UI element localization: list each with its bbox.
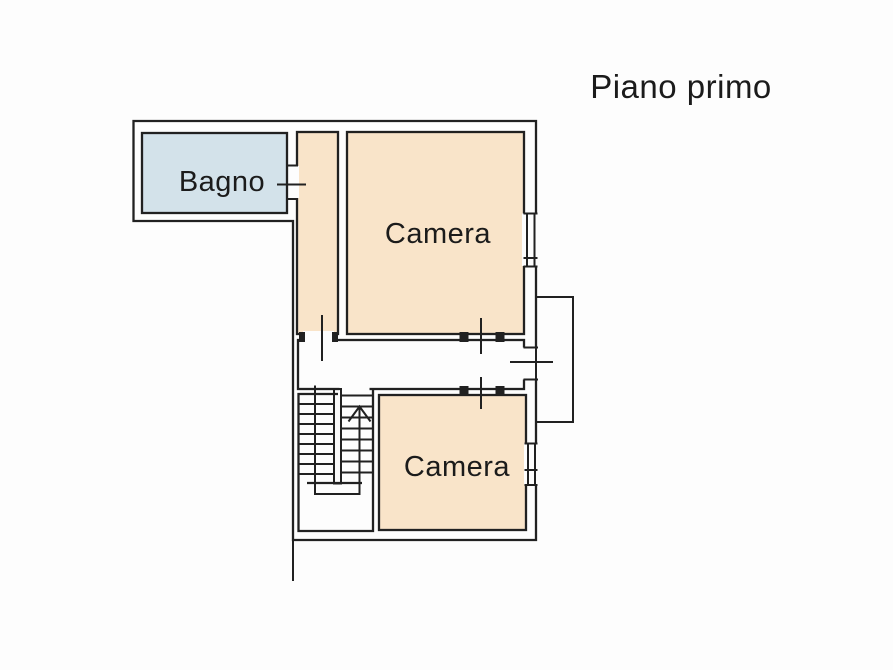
stair-direction-line xyxy=(314,385,361,495)
corridor-fill xyxy=(297,132,338,334)
camera-upper-south-window-jamb-right xyxy=(495,332,505,342)
bagno-interior-wall xyxy=(140,131,289,215)
stairs-up-arrow-icon xyxy=(347,404,372,423)
bagno-room-fill xyxy=(142,133,287,213)
camera-upper-window-icon xyxy=(523,212,538,268)
camera-upper-room-fill xyxy=(347,132,524,334)
camera-upper-room-label: Camera xyxy=(384,218,492,250)
camera-lower-room-fill xyxy=(379,395,526,530)
camera-lower-north-window-jamb-left xyxy=(459,386,469,396)
staircase xyxy=(298,385,373,495)
corridor-door-jamb-right xyxy=(332,332,338,342)
balcony-door-opening xyxy=(522,347,539,380)
room-fills xyxy=(142,132,526,530)
bagno-door-opening xyxy=(294,166,299,198)
stairwell-interior-wall xyxy=(297,389,375,533)
camera-lower-window-icon xyxy=(524,442,538,486)
jamb-blocks xyxy=(299,332,505,396)
exterior-features xyxy=(292,296,574,581)
window-symbols xyxy=(523,212,538,486)
bagno-room-label: Bagno xyxy=(178,166,266,198)
stair-top-opening xyxy=(339,384,370,395)
corridor-door-opening xyxy=(303,331,334,342)
hallway-interior-wall xyxy=(296,338,526,391)
door-symbols xyxy=(277,164,553,409)
camera-lower-north-window-jamb-right xyxy=(495,386,505,396)
stair-treads-left-flight xyxy=(298,403,334,475)
stair-stringer-wall xyxy=(333,388,342,485)
balcony-outline xyxy=(535,296,574,423)
camera-lower-room-label: Camera xyxy=(403,451,511,483)
corridor-door-jamb-left xyxy=(299,332,305,342)
camera-upper-south-window-jamb-left xyxy=(459,332,469,342)
stair-treads-right-flight xyxy=(341,394,373,474)
page-title: Piano primo xyxy=(590,68,772,105)
